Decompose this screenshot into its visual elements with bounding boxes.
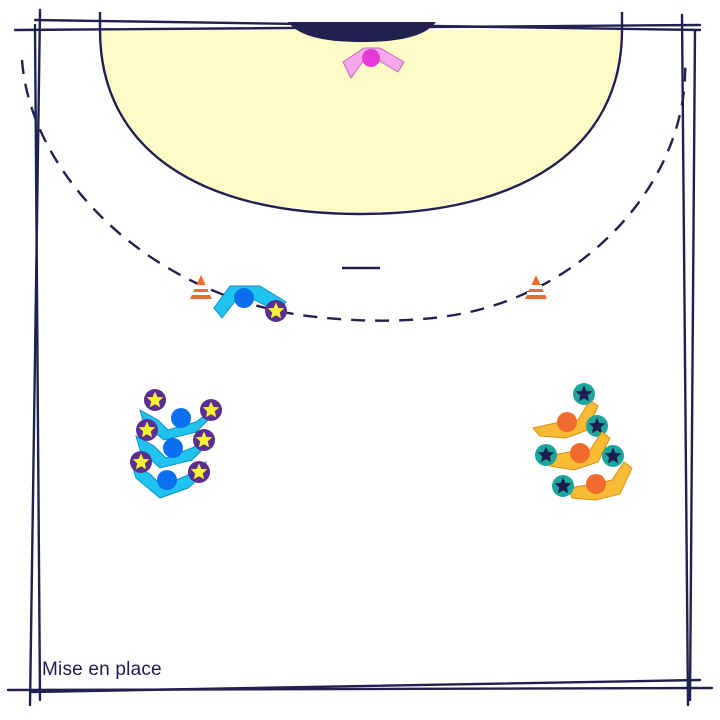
free-throw-line <box>20 59 687 322</box>
court-outline <box>6 8 714 707</box>
star-icon <box>144 389 166 411</box>
ball-icon <box>171 408 191 428</box>
star-icon <box>200 399 222 421</box>
ball-icon <box>163 438 183 458</box>
star-icon <box>265 300 287 322</box>
defender-player-icon <box>532 383 608 439</box>
star-icon <box>188 461 210 483</box>
star-icon <box>602 445 624 467</box>
star-icon <box>552 475 574 497</box>
goal-area-line <box>98 12 624 216</box>
defender-player-icon <box>535 431 624 471</box>
cone-icon <box>190 275 212 299</box>
attacker-player-icon <box>213 285 287 322</box>
cone-icon <box>525 275 547 299</box>
star-icon <box>136 419 158 441</box>
ball-icon <box>586 474 606 494</box>
goal-area <box>100 30 620 212</box>
ball-icon <box>570 443 590 463</box>
ball-icon <box>362 49 380 67</box>
ball-icon <box>557 412 577 432</box>
star-icon <box>130 451 152 473</box>
star-icon <box>535 444 557 466</box>
ball-icon <box>234 288 254 308</box>
defender-player-icon <box>552 461 633 501</box>
goalkeeper-icon <box>342 47 405 79</box>
star-icon <box>193 429 215 451</box>
diagram-caption: Mise en place <box>42 659 162 680</box>
ball-icon <box>157 470 177 490</box>
attacker-player-icon <box>130 451 210 499</box>
star-icon <box>573 383 595 405</box>
